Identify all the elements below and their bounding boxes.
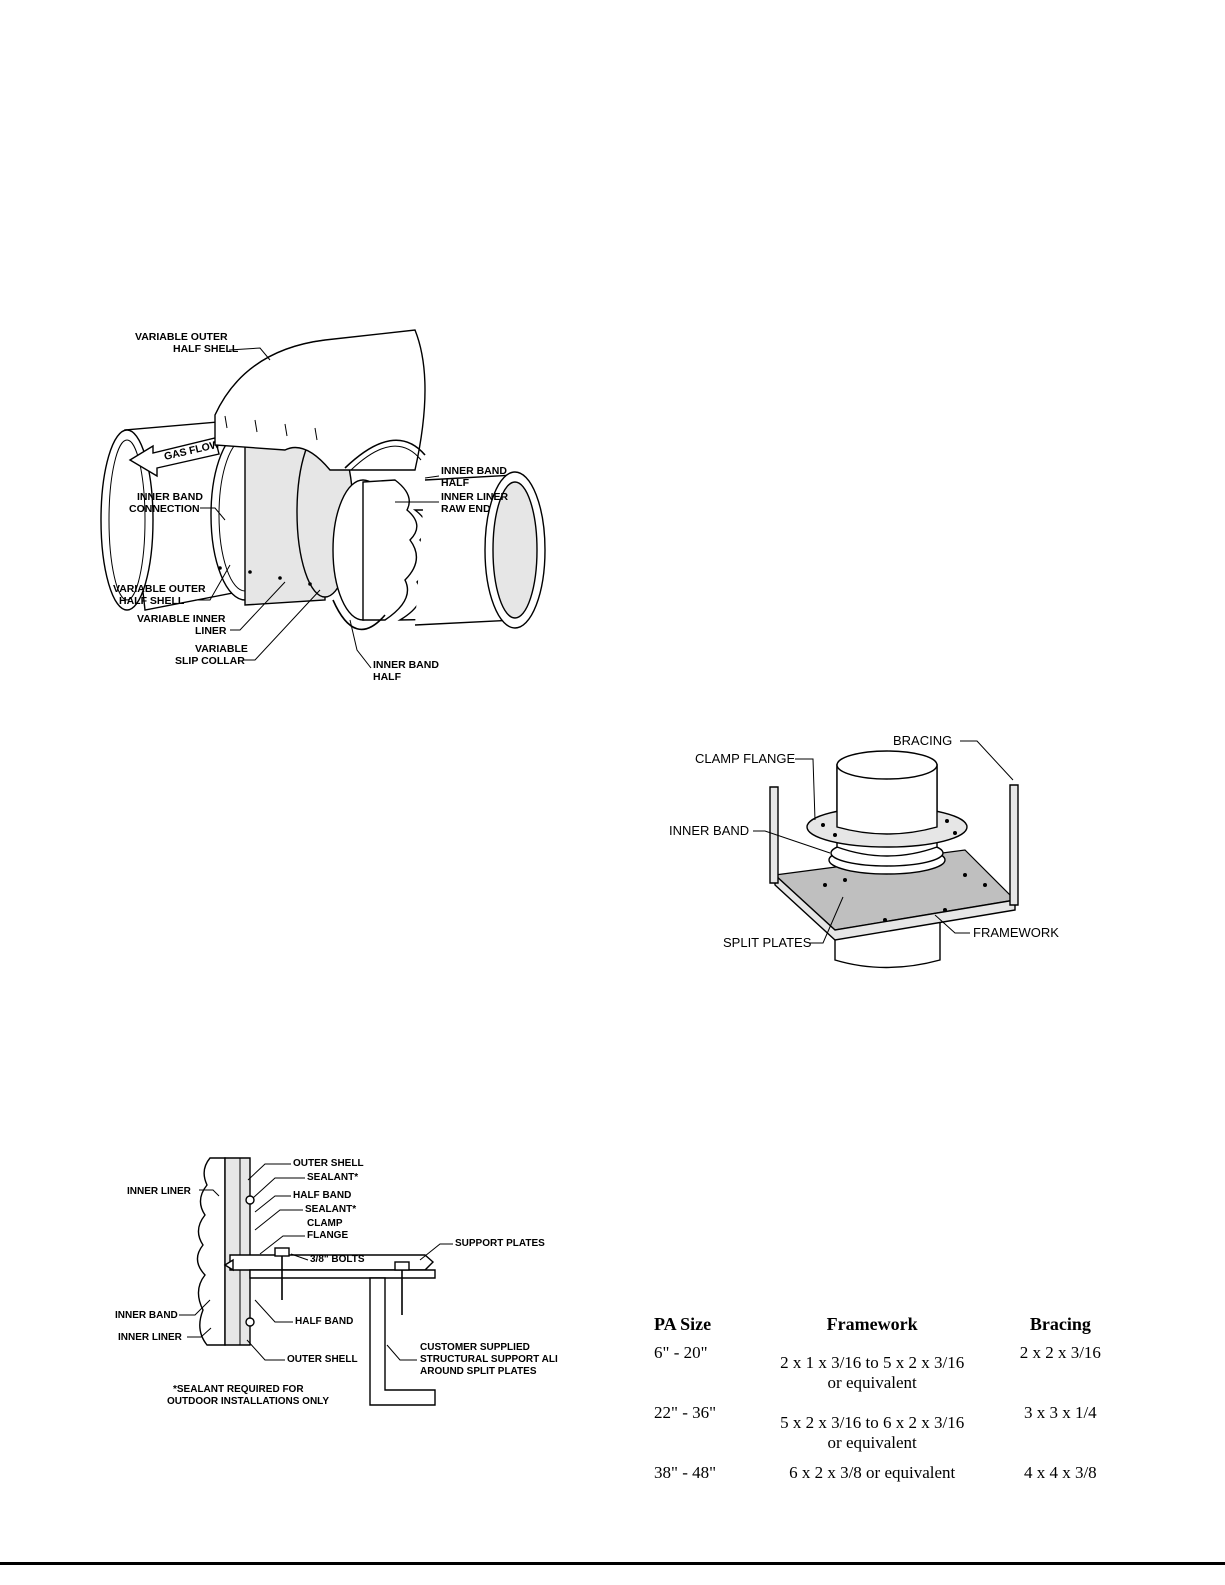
label-inner-liner-bottom: INNER LINER: [118, 1332, 183, 1343]
label-inner-band: INNER BAND: [669, 823, 749, 838]
header-pa-size: PA Size: [654, 1314, 712, 1334]
cell-bracing: 4 x 4 x 3/8: [1023, 1463, 1097, 1482]
table-row: 6" - 20" 2 x 1 x 3/16 to 5 x 2 x 3/16 or…: [650, 1341, 1120, 1401]
label-outer-half-shell-top-1: VARIABLE OUTER: [135, 331, 228, 343]
cell-framework-line2: or equivalent: [827, 1433, 917, 1452]
label-inner-liner-2: LINER: [195, 625, 227, 637]
label-outer-half-shell-top-2: HALF SHELL: [173, 343, 239, 355]
header-bracing: Bracing: [1029, 1314, 1091, 1334]
label-inner-liner-raw-end-1: INNER LINER: [441, 491, 509, 503]
label-sealant-note-1: *SEALANT REQUIRED FOR: [173, 1384, 304, 1395]
label-inner-liner-top: INNER LINER: [127, 1186, 192, 1197]
label-outer-shell-top: OUTER SHELL: [293, 1158, 364, 1169]
cross-section-diagram: OUTER SHELL SEALANT* INNER LINER HALF BA…: [115, 1157, 558, 1407]
label-outer-half-shell-bottom-2: HALF SHELL: [119, 595, 185, 607]
label-framework: FRAMEWORK: [973, 925, 1059, 940]
label-slip-collar-1: VARIABLE: [195, 643, 248, 655]
label-inner-band-connection-2: CONNECTION: [129, 503, 200, 515]
label-inner-band-half-top-2: HALF: [441, 477, 470, 489]
label-half-band-bottom: HALF BAND: [295, 1316, 353, 1327]
cell-size: 6" - 20": [654, 1343, 708, 1362]
cell-bracing: 3 x 3 x 1/4: [1023, 1403, 1097, 1422]
framework-support-diagram: BRACING CLAMP FLANGE INNER BAND SPLIT PL…: [669, 733, 1059, 969]
label-inner-liner-1: VARIABLE INNER: [137, 613, 226, 625]
cell-framework-line1: 5 x 2 x 3/16 to 6 x 2 x 3/16: [780, 1413, 965, 1432]
cell-bracing: 2 x 2 x 3/16: [1019, 1343, 1101, 1362]
header-framework: Framework: [826, 1314, 918, 1334]
label-customer-2: STRUCTURAL SUPPORT ALI: [420, 1354, 558, 1365]
exploded-pipe-diagram: GAS FLOW VARIABLE OUTER HALF SHELL INNER…: [100, 329, 546, 683]
label-clamp-2: FLANGE: [307, 1230, 348, 1241]
label-sealant-1: SEALANT*: [307, 1172, 358, 1183]
label-outer-half-shell-bottom-1: VARIABLE OUTER: [113, 583, 206, 595]
label-bracing: BRACING: [893, 733, 952, 748]
cell-size: 38" - 48": [654, 1463, 717, 1482]
label-inner-band: INNER BAND: [115, 1310, 178, 1321]
label-split-plates: SPLIT PLATES: [723, 935, 812, 950]
label-clamp-1: CLAMP: [307, 1218, 343, 1229]
label-inner-band-half-top-1: INNER BAND: [441, 465, 507, 477]
cell-framework: 2 x 1 x 3/16 to 5 x 2 x 3/16 or equivale…: [744, 1341, 1001, 1401]
table-header-row: PA Size Framework Bracing: [650, 1310, 1120, 1341]
label-sealant-note-2: OUTDOOR INSTALLATIONS ONLY: [167, 1396, 329, 1407]
label-inner-band-half-bottom-1: INNER BAND: [373, 659, 439, 671]
label-support-plates: SUPPORT PLATES: [455, 1238, 545, 1249]
cell-framework-line1: 6 x 2 x 3/8 or equivalent: [789, 1463, 956, 1482]
page-bottom-rule: [0, 1562, 1225, 1565]
label-outer-shell-bottom: OUTER SHELL: [287, 1354, 358, 1365]
label-clamp-flange: CLAMP FLANGE: [695, 751, 796, 766]
label-sealant-2: SEALANT*: [305, 1204, 356, 1215]
cell-framework-line1: 2 x 1 x 3/16 to 5 x 2 x 3/16: [780, 1353, 965, 1372]
label-inner-band-connection-1: INNER BAND: [137, 491, 203, 503]
label-slip-collar-2: SLIP COLLAR: [175, 655, 245, 667]
cell-framework: 5 x 2 x 3/16 to 6 x 2 x 3/16 or equivale…: [744, 1401, 1001, 1461]
label-inner-band-half-bottom-2: HALF: [373, 671, 402, 683]
label-customer-3: AROUND SPLIT PLATES: [420, 1366, 537, 1377]
label-inner-liner-raw-end-2: RAW END: [441, 503, 491, 515]
table-row: 22" - 36" 5 x 2 x 3/16 to 6 x 2 x 3/16 o…: [650, 1401, 1120, 1461]
label-customer-1: CUSTOMER SUPPLIED: [420, 1342, 530, 1353]
cell-framework: 6 x 2 x 3/8 or equivalent: [744, 1461, 1001, 1491]
cell-size: 22" - 36": [654, 1403, 717, 1422]
cell-framework-line2: or equivalent: [827, 1373, 917, 1392]
label-bolts: 3/8" BOLTS: [310, 1254, 365, 1265]
label-half-band-top: HALF BAND: [293, 1190, 351, 1201]
table-row: 38" - 48" 6 x 2 x 3/8 or equivalent 4 x …: [650, 1461, 1120, 1491]
pa-size-table: PA Size Framework Bracing 6" - 20" 2 x 1…: [650, 1310, 1120, 1491]
